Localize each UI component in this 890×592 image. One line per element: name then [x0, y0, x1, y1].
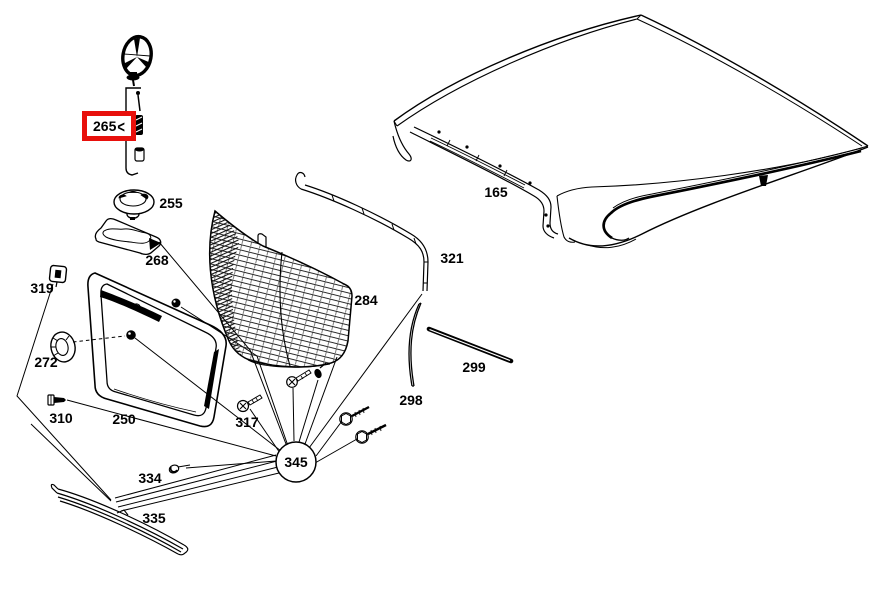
- fastener-kit-hub-345: [275, 441, 317, 483]
- part-callout-284[interactable]: 284: [354, 292, 378, 308]
- seal-strip-part-321: [295, 171, 429, 292]
- part-callout-298[interactable]: 298: [399, 392, 423, 408]
- selected-part-callout-box: 265 <: [82, 111, 136, 141]
- part-callout-165[interactable]: 165: [484, 184, 508, 200]
- part-callout-345[interactable]: 345: [284, 454, 308, 470]
- star-emblem-part: [121, 34, 153, 87]
- callout-pointer-brace: <: [117, 116, 125, 136]
- leader-lines: [16, 241, 423, 512]
- grommet-part-272: [50, 330, 136, 363]
- part-callout-299[interactable]: 299: [462, 359, 486, 375]
- part-callout-255[interactable]: 255: [159, 195, 183, 211]
- clip-part-334: [168, 464, 191, 474]
- strip-part-298: [408, 302, 422, 387]
- strip-part-299: [426, 326, 514, 364]
- hood-part-165: [392, 14, 869, 249]
- headlamp-frame-part-250: [87, 272, 227, 428]
- grommet-part-255: [113, 189, 155, 220]
- part-callout-335[interactable]: 335: [142, 510, 166, 526]
- part-callout-272[interactable]: 272: [34, 354, 58, 370]
- part-callout-334[interactable]: 334: [138, 470, 162, 486]
- trim-strip-part-335: [50, 483, 189, 556]
- emblem-mount-rod-part-265: [125, 87, 145, 176]
- part-callout-319[interactable]: 319: [30, 280, 54, 296]
- part-callout-265[interactable]: 265: [93, 118, 117, 134]
- part-callout-250[interactable]: 250: [112, 411, 136, 427]
- part-callout-268[interactable]: 268: [145, 252, 169, 268]
- part-callout-310[interactable]: 310: [49, 410, 73, 426]
- screw-part-310: [47, 394, 66, 406]
- screws-group-345: [236, 362, 387, 444]
- part-callout-321[interactable]: 321: [440, 250, 464, 266]
- grille-part-284: [208, 209, 353, 368]
- part-callout-317[interactable]: 317: [235, 414, 259, 430]
- bracket-part-268: [94, 217, 162, 256]
- clip-part-319: [48, 264, 68, 288]
